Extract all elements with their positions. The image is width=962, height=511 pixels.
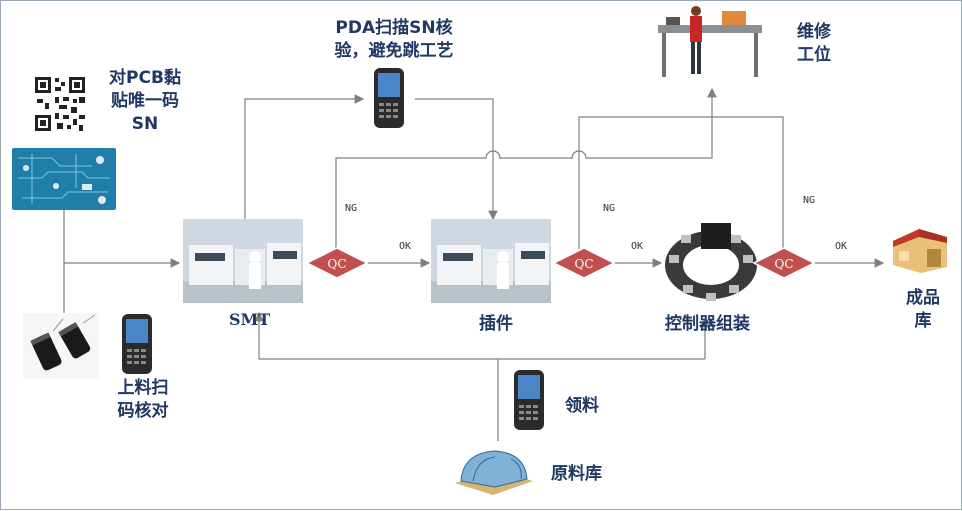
controller-assembly-label: 控制器组装	[665, 314, 750, 334]
qc3-ok-tag: OK	[835, 241, 848, 252]
pda-to-insertion-arrow	[415, 98, 498, 221]
repair-workstation-image	[658, 6, 762, 77]
pcb-sn-label: 对PCB黏 贴唯一码 SN	[109, 68, 181, 134]
qc2-ng-tag: NG	[603, 203, 616, 214]
qc1-text: QC	[327, 257, 346, 271]
finished-warehouse-icon	[893, 229, 947, 273]
finished-store-label: 成品 库	[906, 288, 940, 331]
controller-assembly-image	[665, 223, 757, 301]
qr-code-icon	[33, 75, 87, 133]
qc3-diamond: QC	[753, 247, 815, 279]
pda-scanner-pick-icon	[514, 370, 544, 430]
qc2-qc3-ng-line	[578, 116, 784, 249]
qc1-ok-tag: OK	[399, 241, 412, 252]
raw-warehouse-icon	[455, 450, 533, 495]
qc3-text: QC	[774, 257, 793, 271]
pcb-board-image	[12, 148, 116, 210]
qc1-ng-tag: NG	[345, 203, 358, 214]
insertion-label: 插件	[479, 314, 513, 334]
smt-to-pda-arrow	[244, 94, 365, 219]
qc1-diamond: QC	[306, 247, 368, 279]
pda-check-label: PDA扫描SN核 验，避免跳工艺	[334, 18, 454, 61]
ng-to-repair-line	[335, 87, 717, 249]
repair-label: 维修 工位	[797, 22, 831, 65]
qc3-ng-tag: NG	[803, 195, 816, 206]
pda-scanner-check-icon	[374, 68, 404, 128]
qc2-text: QC	[574, 257, 593, 271]
pda-scanner-feed-icon	[122, 314, 152, 374]
qc2-diamond: QC	[553, 247, 615, 279]
raw-store-label: 原料库	[551, 464, 602, 484]
feed-scan-label: 上料扫 码核对	[117, 378, 169, 421]
smt-machine-image	[183, 219, 303, 303]
capacitor-image	[23, 313, 99, 379]
qc2-ok-tag: OK	[631, 241, 644, 252]
smt-label: SMT	[229, 310, 271, 329]
pick-label: 领料	[565, 396, 599, 416]
insertion-machine-image	[431, 219, 551, 303]
